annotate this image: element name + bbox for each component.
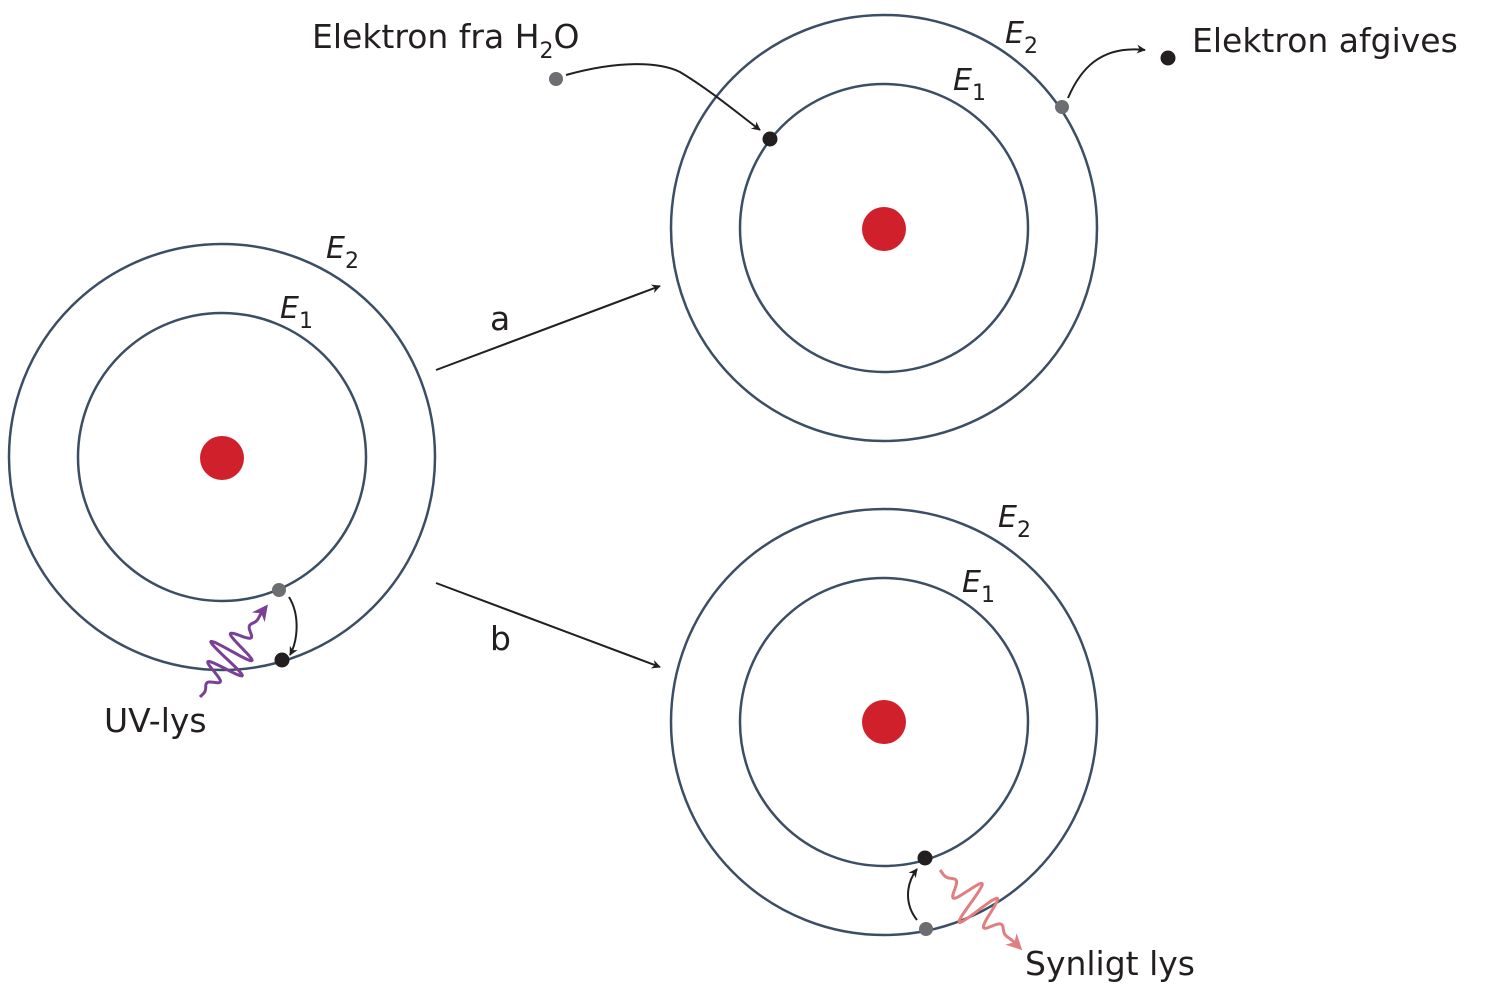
electron-excited [919,922,933,936]
orbit-e1 [738,82,1030,374]
nucleus [862,700,906,744]
electron-in-arrow [565,63,761,131]
label-a: a [490,299,510,338]
orbit-e1 [738,576,1030,868]
label-e2: E2 [326,231,359,274]
electron-ground [917,850,933,866]
label-e1: E1 [962,565,995,608]
orbit-e2 [7,242,437,672]
atom-fluorescence: E2 E1 Synligt lys [669,500,1195,983]
electron-ground [274,652,290,668]
electron-excited [1055,100,1069,114]
label-e1: E1 [953,63,986,106]
arrow-a [435,284,661,371]
uv-light-wave [198,604,268,699]
electron-from-water-label: Elektron fra H2O [312,17,580,64]
orbit-e2 [669,507,1099,937]
electron-from-water [549,72,563,86]
electron-excited [272,583,286,597]
atom-ground-state: E2 E1 UV-lys [7,231,437,740]
electron-out-arrow [1067,44,1146,99]
electron-released-label: Elektron afgives [1192,21,1458,60]
nucleus [862,207,906,251]
electron-ground [762,131,778,147]
transition-arrow [288,596,298,656]
uv-light-label: UV-lys [104,701,207,740]
nucleus [200,436,244,480]
visible-light-wave [938,868,1023,951]
label-b: b [490,619,511,658]
arrow-b [435,582,661,669]
transition-arrow [907,868,918,921]
orbit-e1 [76,311,368,603]
atom-electron-transfer: E2 E1 Elektron fra H2O Elektron afgives [312,13,1458,443]
label-e2: E2 [1005,16,1038,59]
label-e1: E1 [280,291,313,334]
label-e2: E2 [998,500,1031,543]
electron-released [1160,50,1176,66]
visible-light-label: Synligt lys [1025,944,1195,983]
orbit-e2 [669,13,1099,443]
